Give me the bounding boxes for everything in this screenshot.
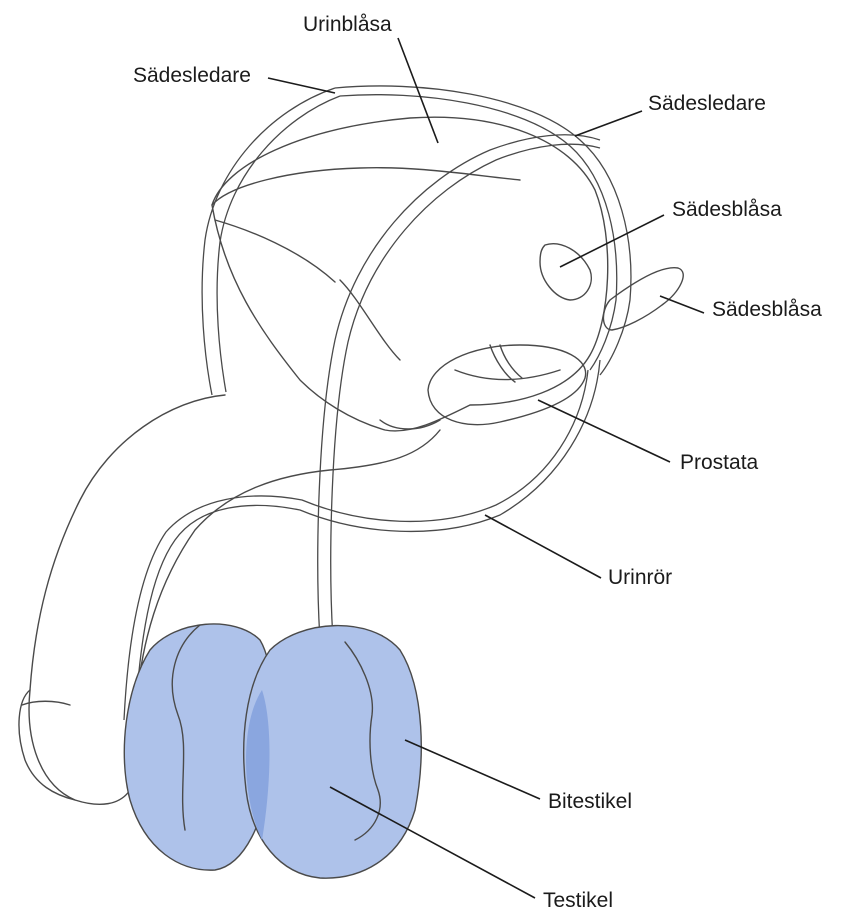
leader-seminal-vesicle-1 [560, 215, 664, 267]
label-testis: Testikel [543, 889, 613, 912]
label-urethra: Urinrör [608, 566, 672, 589]
ejaculatory-duct [490, 345, 522, 382]
label-seminal-vesicle-2: Sädesblåsa [712, 298, 822, 321]
vas-deferens-right-inner [331, 144, 600, 640]
prostate-shape [428, 345, 586, 425]
seminal-vesicle-inner [540, 244, 591, 300]
label-epididymis: Bitestikel [548, 790, 632, 813]
bladder-fold-3 [340, 280, 400, 360]
leader-seminal-vesicle-2 [660, 296, 704, 313]
label-vas-deferens-right: Sädesledare [648, 92, 766, 115]
leader-epididymis [405, 740, 540, 799]
testis-right [244, 626, 422, 879]
leader-vas-right [575, 111, 642, 136]
label-vas-deferens-left: Sädesledare [133, 64, 251, 87]
leader-vas-left [268, 78, 335, 93]
vas-deferens-top-outer [335, 86, 631, 375]
bladder-top-fold [212, 168, 520, 205]
label-bladder: Urinblåsa [303, 13, 392, 36]
leader-prostate [538, 400, 670, 462]
label-prostate: Prostata [680, 451, 759, 474]
vas-deferens-left-outer [202, 88, 335, 395]
vas-deferens-right-outer [318, 135, 600, 640]
bladder-shape [212, 117, 608, 431]
penis-glans [19, 690, 75, 800]
bladder-neck-curve [380, 420, 440, 429]
bladder-fold-2 [215, 220, 335, 282]
seminal-vesicle-outer [603, 268, 683, 330]
leader-urethra [485, 515, 601, 578]
leader-bladder [398, 38, 438, 143]
label-seminal-vesicle-1: Sädesblåsa [672, 198, 782, 221]
